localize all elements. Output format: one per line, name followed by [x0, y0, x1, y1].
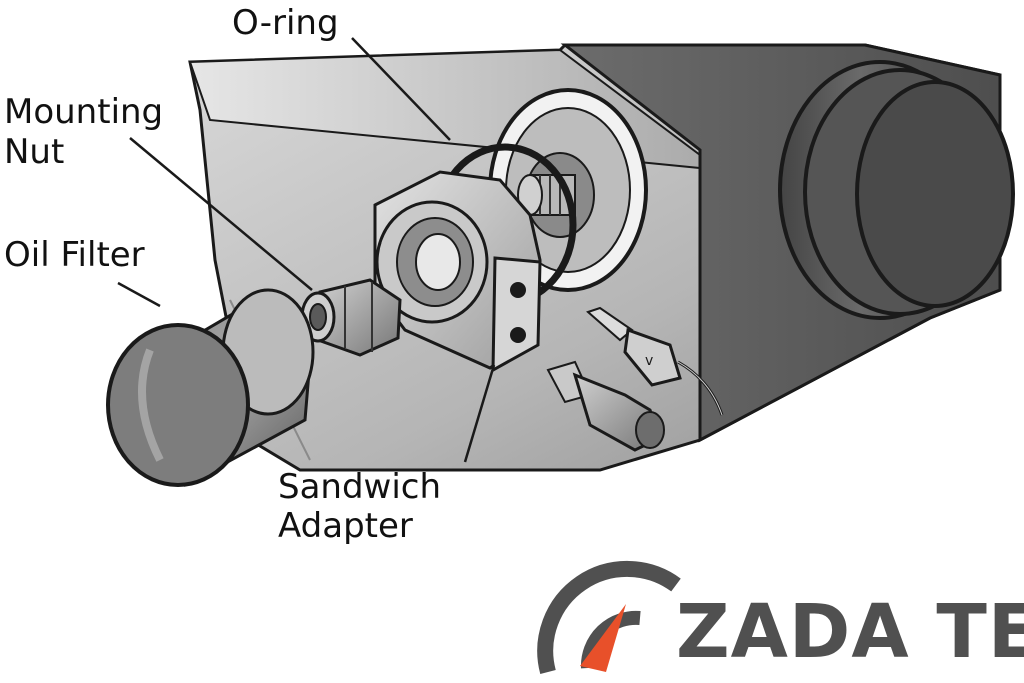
o-ring-leader [351, 37, 451, 141]
threaded-stud [517, 174, 576, 216]
label-o-ring: O-ring [232, 3, 339, 43]
temperature-sensor: v [586, 306, 724, 416]
brand-name: ZADA TECH [676, 589, 1024, 675]
svg-text:v: v [645, 353, 653, 369]
label-sandwich-adapter-line1: Sandwich [278, 467, 442, 507]
leader-lines [117, 37, 496, 463]
engine-cylinder [778, 60, 1015, 320]
label-sandwich-adapter-line2: Adapter [278, 506, 413, 546]
pressure-sensor [546, 360, 665, 452]
mounting-nut-leader [129, 137, 313, 291]
sandwich-adapter-leader [463, 364, 496, 463]
speedometer-gauge-icon [537, 560, 681, 675]
label-oil-filter: Oil Filter [4, 235, 145, 275]
label-mounting-nut-line1: Mounting [4, 92, 164, 132]
oil-filter-leader [117, 281, 161, 308]
oil-filter [106, 288, 315, 487]
label-mounting-nut-line2: Nut [4, 132, 65, 172]
